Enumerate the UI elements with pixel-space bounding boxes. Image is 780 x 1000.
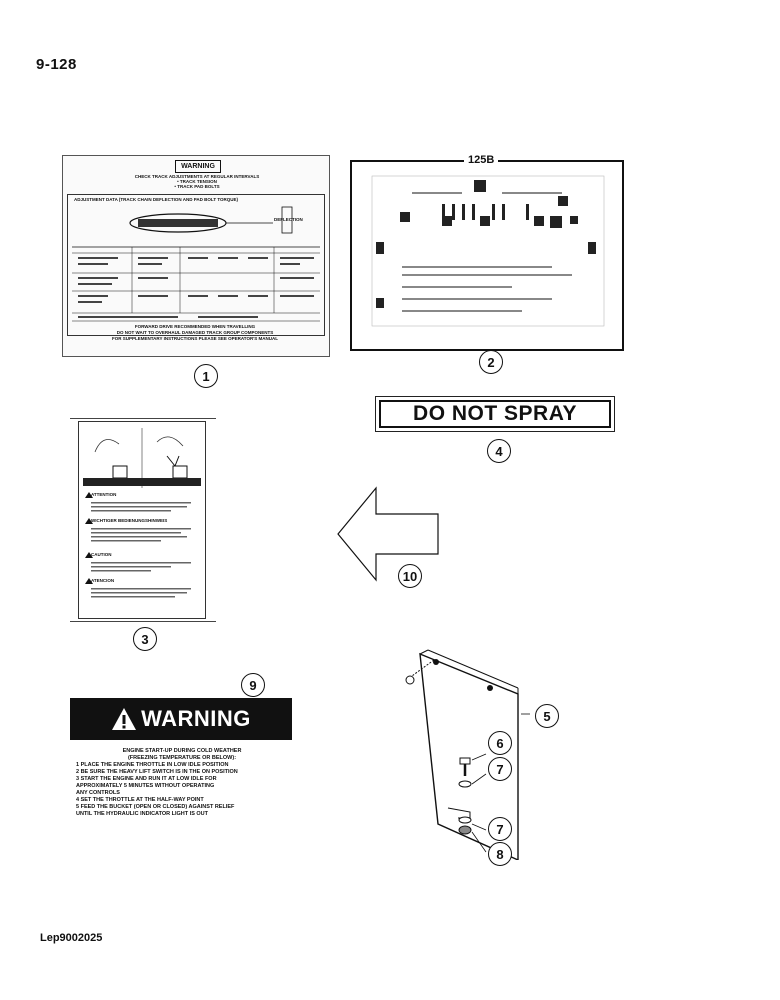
callout-10: 10 <box>398 564 422 588</box>
control-panel-diagram <box>371 175 605 327</box>
decal9-step: UNTIL THE HYDRAULIC INDICATOR LIGHT IS O… <box>76 811 208 817</box>
decal1-check-line: • TRACK PAD BOLTS <box>174 184 220 189</box>
callout-4: 4 <box>487 439 511 463</box>
callout-7-upper: 7 <box>488 757 512 781</box>
decal9-step: ANY CONTROLS <box>76 790 120 796</box>
decal-control-panel-125b: 125B <box>350 154 624 351</box>
decal3-heading-attention: ATTENTION <box>91 492 117 497</box>
page-number: 9-128 <box>36 56 77 73</box>
decal1-footer-line: FOR SUPPLEMENTARY INSTRUCTIONS PLEASE SE… <box>111 336 279 341</box>
callout-5: 5 <box>535 704 559 728</box>
decal-multilingual-instructions: ATTENTION WICHTIGER BEDIENUNGSHINWEIS CA… <box>70 418 216 622</box>
decal1-footer-line: FORWARD DRIVE RECOMMENDED WHEN TRAVELLIN… <box>134 324 256 329</box>
decal1-warning-label: WARNING <box>175 160 221 173</box>
decal1-adjustment-title: ADJUSTMENT DATA (TRACK CHAIN DEFLECTION … <box>74 197 238 202</box>
warning-triangle-icon <box>112 708 137 730</box>
decal-do-not-spray: DO NOT SPRAY <box>375 396 615 432</box>
decal9-warning-banner: WARNING <box>70 698 292 740</box>
decal9-title-line: ENGINE START-UP DURING COLD WEATHER <box>122 748 242 754</box>
decal3-heading-atencion: ATENCION <box>91 578 115 583</box>
decal3-panel: ATTENTION WICHTIGER BEDIENUNGSHINWEIS CA… <box>78 421 206 619</box>
callout-1: 1 <box>194 364 218 388</box>
decal1-footer-line: DO NOT WAIT TO OVERHAUL DAMAGED TRACK GR… <box>116 330 274 335</box>
decal9-step: 3 START THE ENGINE AND RUN IT AT LOW IDL… <box>76 776 217 782</box>
decal2-label: 125B <box>464 154 499 166</box>
decal9-title-line: (FREEZING TEMPERATURE OR BELOW): <box>127 755 237 761</box>
decal9-instructions: ENGINE START-UP DURING COLD WEATHER (FRE… <box>76 748 288 818</box>
arrow-left-icon <box>337 486 439 582</box>
decal1-deflection-label: DEFLECTION <box>274 217 303 222</box>
decal3-heading-german: WICHTIGER BEDIENUNGSHINWEIS <box>91 518 168 523</box>
decal9-step: 5 FEED THE BUCKET (OPEN OR CLOSED) AGAIN… <box>76 804 235 810</box>
decal9-step: 1 PLACE THE ENGINE THROTTLE IN LOW IDLE … <box>76 762 229 768</box>
callout-7-lower: 7 <box>488 817 512 841</box>
decal3-heading-caution: CAUTION <box>91 552 112 557</box>
decal9-step: 4 SET THE THROTTLE AT THE HALF-WAY POINT <box>76 797 204 803</box>
mounting-plate-drawing <box>405 649 530 860</box>
decal9-step: APPROXIMATELY 5 MINUTES WITHOUT OPERATIN… <box>76 783 215 789</box>
callout-8: 8 <box>488 842 512 866</box>
footer-code: Lep9002025 <box>40 932 103 944</box>
decal9-warning-label: WARNING <box>141 706 251 731</box>
callout-9: 9 <box>241 673 265 697</box>
decal1-check-line: • TRACK TENSION <box>177 179 217 184</box>
decal1-check-text: CHECK TRACK ADJUSTMENTS AT REGULAR INTER… <box>127 174 267 189</box>
decal1-footer-text: FORWARD DRIVE RECOMMENDED WHEN TRAVELLIN… <box>67 324 323 342</box>
decal1-check-line: CHECK TRACK ADJUSTMENTS AT REGULAR INTER… <box>134 174 260 179</box>
callout-3: 3 <box>133 627 157 651</box>
track-diagram <box>72 206 320 322</box>
callout-2: 2 <box>479 350 503 374</box>
decal4-text: DO NOT SPRAY <box>379 400 611 428</box>
decal1-adjustment-panel: ADJUSTMENT DATA (TRACK CHAIN DEFLECTION … <box>67 194 325 336</box>
decal9-step: 2 BE SURE THE HEAVY LIFT SWITCH IS IN TH… <box>76 769 238 775</box>
decal-track-warning: WARNING CHECK TRACK ADJUSTMENTS AT REGUL… <box>62 155 330 357</box>
decal-cold-weather-warning: WARNING ENGINE START-UP DURING COLD WEAT… <box>70 698 292 828</box>
decal3-illustration <box>83 428 201 598</box>
callout-6: 6 <box>488 731 512 755</box>
